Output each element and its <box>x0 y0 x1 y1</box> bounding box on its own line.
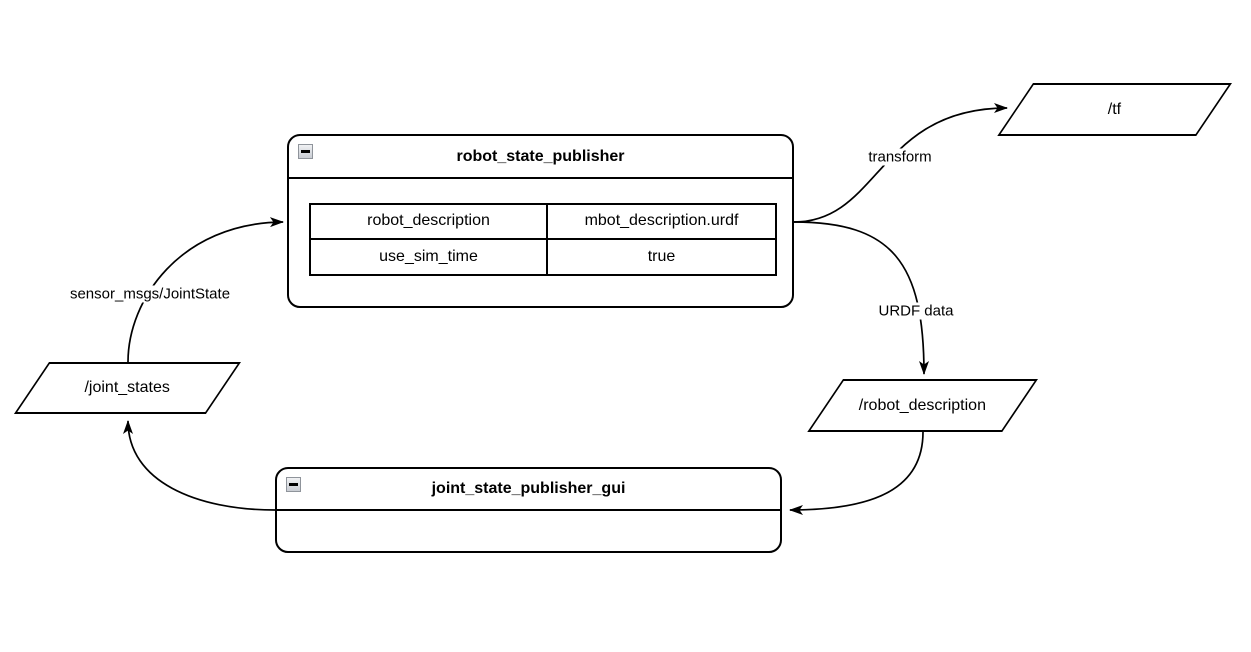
topic-label: /robot_description <box>859 396 987 414</box>
topic-joint-states[interactable]: /joint_states <box>13 362 242 414</box>
edge-label-transform: transform <box>865 148 935 166</box>
collapse-icon[interactable] <box>298 144 313 159</box>
edge-gui-to-joint-states[interactable] <box>123 420 276 511</box>
param-key: robot_description <box>311 205 548 240</box>
minus-icon <box>301 150 310 153</box>
minus-icon <box>289 483 298 486</box>
edge-rsp-to-robot-description[interactable] <box>793 221 929 375</box>
edge-label-sensor-msgs-jointstate: sensor_msgs/JointState <box>66 285 234 303</box>
param-key: use_sim_time <box>311 239 548 274</box>
edge-label-urdf-data: URDF data <box>875 302 957 320</box>
topic-label: /tf <box>1107 100 1122 118</box>
topic-robot-description[interactable]: /robot_description <box>807 379 1038 432</box>
collapse-icon[interactable] <box>286 477 301 492</box>
node-title: robot_state_publisher <box>456 147 625 165</box>
node-titlebar: robot_state_publisher <box>289 136 792 179</box>
node-robot-state-publisher[interactable]: robot_state_publisher robot_description … <box>287 134 794 308</box>
param-value: true <box>647 247 676 265</box>
param-table: robot_description mbot_description.urdf … <box>309 203 777 276</box>
topic-label: /joint_states <box>84 379 171 396</box>
param-value: mbot_description.urdf <box>548 205 775 240</box>
node-titlebar: joint_state_publisher_gui <box>277 469 780 511</box>
node-joint-state-publisher-gui[interactable]: joint_state_publisher_gui <box>275 467 782 553</box>
edge-robot-description-to-gui[interactable] <box>789 431 924 515</box>
node-title: joint_state_publisher_gui <box>431 480 626 497</box>
edge-joint-states-to-rsp[interactable] <box>127 217 284 363</box>
topic-tf[interactable]: /tf <box>997 83 1232 136</box>
